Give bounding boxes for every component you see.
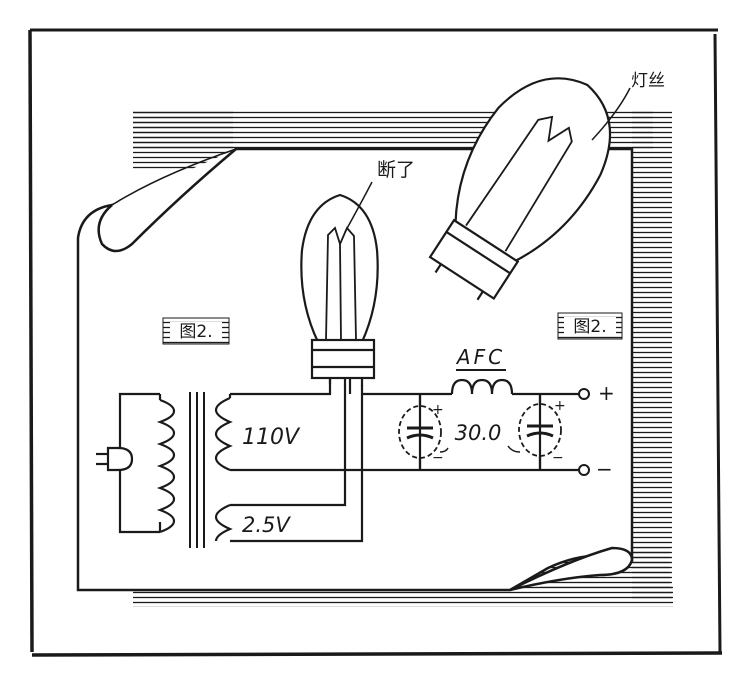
callout-filament: 灯丝 <box>631 71 665 91</box>
terminal-minus: − <box>596 457 613 481</box>
cap-left-minus: − <box>432 450 444 466</box>
label-2-5v: 2.5V <box>242 513 291 537</box>
power-plug-icon <box>96 446 134 472</box>
secondary-winding-2-5v <box>214 385 364 543</box>
primary-winding <box>118 392 176 534</box>
cap-right-plus: + <box>554 398 566 414</box>
outer-frame <box>28 28 723 657</box>
cap-arrow-left <box>439 447 449 453</box>
spare-tube <box>428 77 612 301</box>
label-cap-value: 30.0 <box>455 421 502 445</box>
svg-text:图2.: 图2. <box>179 322 212 342</box>
cap-left-plus: + <box>432 402 444 418</box>
cap-arrow-right <box>507 445 521 453</box>
output-terminals <box>578 388 590 476</box>
callout-arrow-broken <box>344 181 373 233</box>
label-afc: AFC <box>455 345 505 369</box>
capacitor-left <box>398 394 442 470</box>
capacitor-right <box>518 394 562 470</box>
svg-text:图2.: 图2. <box>573 317 606 337</box>
rectifier-tube-broken <box>300 193 379 394</box>
callout-broken: 断了 <box>377 159 415 181</box>
label-110v: 110V <box>242 425 301 450</box>
terminal-plus: + <box>598 381 615 405</box>
callout-arrow-filament <box>591 87 631 141</box>
fig-label-right: 图2. <box>557 312 623 340</box>
fig-label-left: 图2. <box>162 317 230 345</box>
cap-right-minus: − <box>552 450 564 466</box>
transformer-core <box>189 392 205 548</box>
